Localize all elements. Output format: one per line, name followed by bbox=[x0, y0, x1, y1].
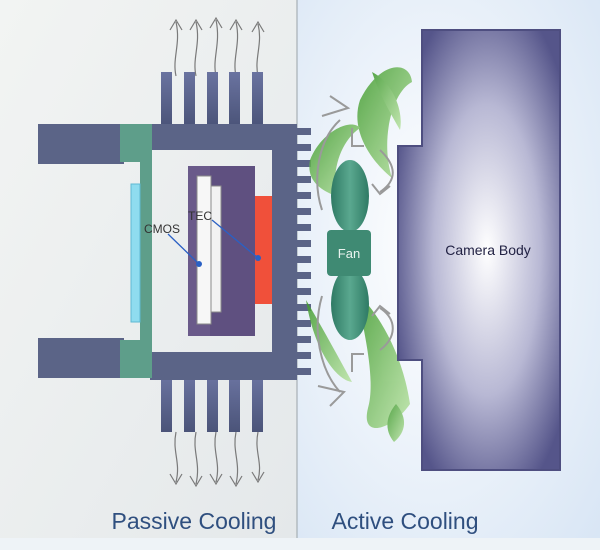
cmos-sensor-inner bbox=[210, 185, 222, 313]
tec-leader-dot bbox=[255, 255, 261, 261]
bottom-strip bbox=[0, 538, 600, 550]
camera-body bbox=[397, 29, 561, 471]
heatsink-frame bbox=[150, 124, 297, 380]
tec-element bbox=[255, 196, 272, 304]
lens-glass bbox=[130, 183, 141, 323]
passive-cooling-title: Passive Cooling bbox=[112, 508, 277, 534]
cmos-leader-line bbox=[167, 233, 200, 265]
fan-label: Fan bbox=[338, 246, 360, 261]
fan-blade-top bbox=[331, 160, 369, 232]
heatsink-fins-bottom bbox=[161, 376, 263, 432]
cmos-leader-dot bbox=[196, 261, 202, 267]
tec-leader-line bbox=[211, 219, 259, 259]
camera-body-label: Camera Body bbox=[445, 242, 531, 258]
heatsink-fins-top bbox=[161, 72, 263, 126]
heat-arrows-bottom bbox=[169, 431, 265, 488]
airflow-arrows bbox=[316, 95, 394, 407]
cmos-sensor bbox=[196, 175, 212, 325]
heatsink-fins-right bbox=[297, 128, 311, 375]
lens-mount bbox=[38, 124, 152, 378]
heat-arrows-top bbox=[169, 16, 265, 77]
tec-label: TEC bbox=[188, 209, 212, 223]
fan-blade-bottom bbox=[331, 268, 369, 340]
cmos-label: CMOS bbox=[144, 222, 180, 236]
fan-hub bbox=[327, 230, 371, 276]
active-cooling-title: Active Cooling bbox=[331, 508, 478, 534]
